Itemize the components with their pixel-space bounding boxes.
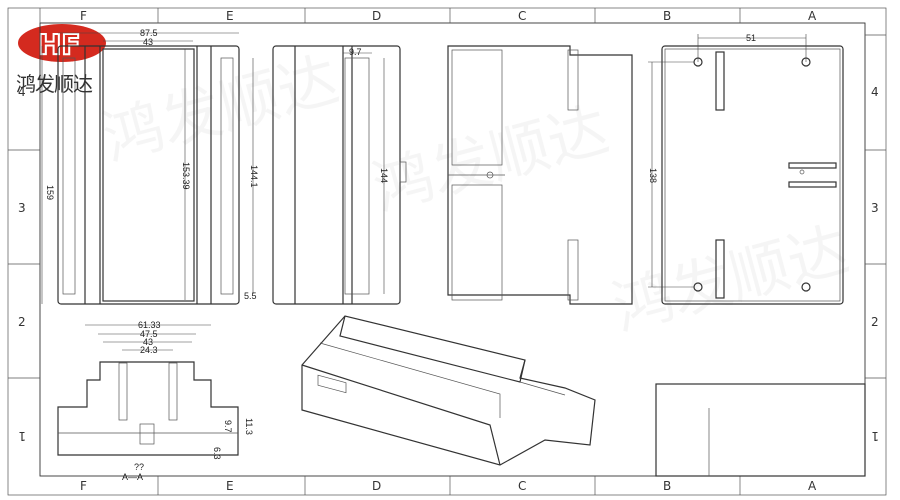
zone-label: A [808, 479, 817, 493]
dim-label: 144.1 [249, 165, 259, 188]
dim-label: 47.5 [140, 329, 158, 339]
section-view: 61.33 47.5 43 24.3 9.7 11.3 6.3 ?? A—A [57, 320, 254, 482]
zone-label: 3 [871, 201, 879, 215]
zone-label: B [663, 9, 671, 23]
zone-label: F [80, 9, 87, 23]
zone-label: A [808, 9, 817, 23]
dim-label: 87.5 [140, 28, 158, 38]
dim-label: 43 [143, 37, 153, 47]
row-labels-left: 4 3 2 1 [18, 85, 26, 443]
zone-label: F [80, 479, 87, 493]
svg-text:鸿发顺达: 鸿发顺达 [606, 215, 856, 345]
interior-view [447, 45, 633, 305]
dim-label: 159 [45, 185, 55, 200]
zone-label: C [518, 479, 526, 493]
dim-label: 138 [648, 168, 658, 183]
dim-label: 9.7 [349, 47, 362, 57]
column-labels-bottom: F E D C B A [80, 479, 817, 493]
dim-label: 43 [143, 337, 153, 347]
svg-text:鸿发顺达: 鸿发顺达 [366, 95, 616, 225]
isometric-view [301, 315, 596, 466]
zone-label: 4 [871, 85, 879, 99]
zone-label: D [372, 9, 381, 23]
drawing-frame: F E D C B A F E D C B A 4 3 2 1 4 3 2 1 [7, 7, 887, 496]
dim-label: 24.3 [140, 345, 158, 355]
company-logo: HF [18, 24, 106, 62]
zone-label: 2 [871, 315, 879, 329]
front-view: 87.5 43 159 153.39 144.1 5.5 [41, 28, 259, 305]
zone-label: E [226, 479, 234, 493]
watermark: 鸿发顺达 鸿发顺达 鸿发顺达 [96, 45, 856, 345]
zone-label: B [663, 479, 671, 493]
section-title: A—A [122, 472, 143, 482]
dim-label: 6.3 [212, 447, 222, 460]
dim-label: 144 [379, 168, 389, 183]
dim-label: 11.3 [244, 418, 254, 435]
zone-label: 4 [18, 85, 26, 99]
column-labels-top: F E D C B A [80, 9, 817, 23]
dim-label: 5.5 [244, 291, 257, 301]
zone-label: 1 [18, 429, 26, 443]
dim-label: 153.39 [181, 162, 191, 190]
row-labels-right: 4 3 2 1 [871, 85, 879, 443]
side-view: 9.7 144 [272, 45, 407, 305]
dim-label: 51 [746, 33, 756, 43]
bottom-view: 51 138 [648, 33, 844, 305]
zone-label: 3 [18, 201, 26, 215]
dim-label: 61.33 [138, 320, 161, 330]
company-name: 鸿发顺达 [16, 72, 93, 96]
zone-label: 1 [871, 429, 879, 443]
zone-label: D [372, 479, 381, 493]
zone-label: 2 [18, 315, 26, 329]
dim-label: 9.7 [223, 420, 233, 433]
zone-label: C [518, 9, 526, 23]
title-block [655, 383, 866, 477]
zone-label: E [226, 9, 234, 23]
section-note: ?? [134, 462, 144, 472]
